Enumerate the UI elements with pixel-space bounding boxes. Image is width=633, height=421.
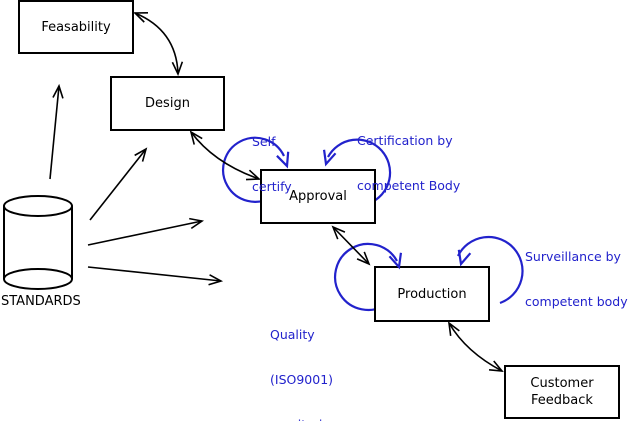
quality-loop-arrowhead	[388, 252, 403, 270]
standards-to-feasability-arrowhead	[52, 83, 64, 99]
approval-production-arrowhead-up	[331, 225, 346, 240]
production-feedback-arrowhead-up	[447, 321, 460, 336]
design-approval-arrowhead-down	[245, 169, 261, 181]
standards-cylinder-icon	[3, 195, 73, 290]
self-certify-loop-arrowhead	[276, 151, 290, 169]
approval-production-connector	[332, 226, 370, 265]
standards-to-design-arrow	[89, 148, 147, 221]
standards-to-design-arrowhead	[134, 147, 148, 162]
standards-to-production-arrow	[87, 266, 222, 282]
design-approval-arrowhead-up	[189, 130, 203, 145]
customer-feedback-box	[504, 365, 620, 419]
surveillance-loop-arc	[457, 235, 524, 305]
feasability-box	[18, 0, 134, 54]
production-feedback-connector	[448, 322, 503, 372]
design-approval-connector	[190, 131, 260, 180]
design-box	[110, 76, 225, 131]
certification-loop-arrowhead	[322, 149, 337, 167]
standards-to-approval-arrowhead	[189, 217, 205, 230]
standards-to-feasability-arrow	[49, 85, 60, 180]
certification-loop-arc	[327, 138, 392, 205]
self-certify-loop-arc	[222, 136, 285, 203]
production-box	[374, 266, 490, 322]
surveillance-loop-arrowhead	[457, 249, 472, 267]
production-feedback-arrowhead-down	[488, 360, 504, 372]
standards-to-approval-arrow	[87, 220, 203, 246]
feasability-design-arrowhead-down	[171, 61, 184, 77]
quality-loop-arc	[334, 242, 398, 312]
feasability-design-connector	[134, 12, 179, 74]
feasability-design-arrowhead-up	[133, 12, 149, 23]
approval-box	[260, 169, 376, 224]
approval-production-arrowhead-down	[356, 251, 371, 266]
standards-to-production-arrowhead	[208, 274, 224, 286]
